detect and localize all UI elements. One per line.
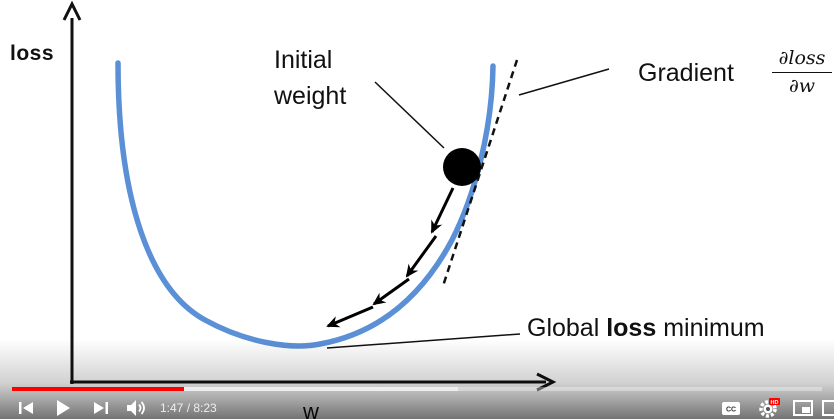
progress-played [12, 387, 185, 391]
descent-step-arrow [405, 235, 438, 278]
gradient-formula: ∂loss ∂w [770, 47, 834, 97]
progress-bar[interactable] [12, 387, 822, 391]
time-display: 1:47 / 8:23 [160, 401, 217, 415]
gradient-leader-line [518, 68, 610, 96]
minimum-label-after: minimum [656, 314, 765, 342]
y-axis-arrowhead [62, 0, 82, 21]
skip-next-icon [94, 402, 108, 414]
minimum-label-bold: loss [606, 314, 657, 342]
volume-icon [127, 400, 145, 416]
initial-weight-line-1: Initial [274, 46, 333, 74]
captions-button[interactable]: CC [720, 398, 742, 418]
miniplayer-icon [793, 400, 813, 416]
gradient-formula-numerator: ∂loss [778, 47, 826, 69]
play-button[interactable] [52, 398, 74, 418]
captions-icon: CC [722, 401, 740, 415]
theater-mode-button[interactable] [822, 398, 834, 418]
y-axis-label: loss [10, 42, 55, 65]
initial-weight-ball [443, 148, 481, 186]
skip-next-button[interactable] [91, 398, 111, 418]
gradient-label: Gradient [638, 59, 734, 87]
theater-mode-icon [822, 400, 834, 416]
progress-buffered [12, 387, 458, 391]
hd-badge: HD [771, 400, 779, 406]
skip-previous-button[interactable] [16, 398, 36, 418]
svg-text:CC: CC [726, 406, 736, 413]
gradient-formula-denominator: ∂w [788, 75, 816, 97]
play-icon [57, 400, 70, 416]
minimum-label-before: Global [527, 314, 607, 342]
settings-gear-icon: HD [759, 398, 780, 418]
duration: 8:23 [193, 401, 217, 415]
gradient-tangent-line [441, 59, 519, 287]
miniplayer-button[interactable] [792, 398, 814, 418]
skip-previous-icon [19, 402, 33, 414]
time-separator: / [183, 401, 194, 415]
player-controls: 1:47 / 8:23 CC HD [0, 396, 834, 419]
volume-button[interactable] [125, 398, 149, 418]
initial-weight-leader-line [374, 81, 445, 149]
initial-weight-line-2: weight [274, 82, 347, 110]
current-time: 1:47 [160, 401, 184, 415]
descent-step-arrow [372, 277, 410, 306]
descent-step-arrow [430, 187, 455, 234]
fraction-bar [772, 72, 832, 73]
global-minimum-label: Global loss minimum [527, 314, 765, 343]
descent-step-arrow [326, 305, 374, 328]
settings-button[interactable]: HD [757, 398, 781, 418]
initial-weight-label: Initial weight [274, 42, 346, 114]
